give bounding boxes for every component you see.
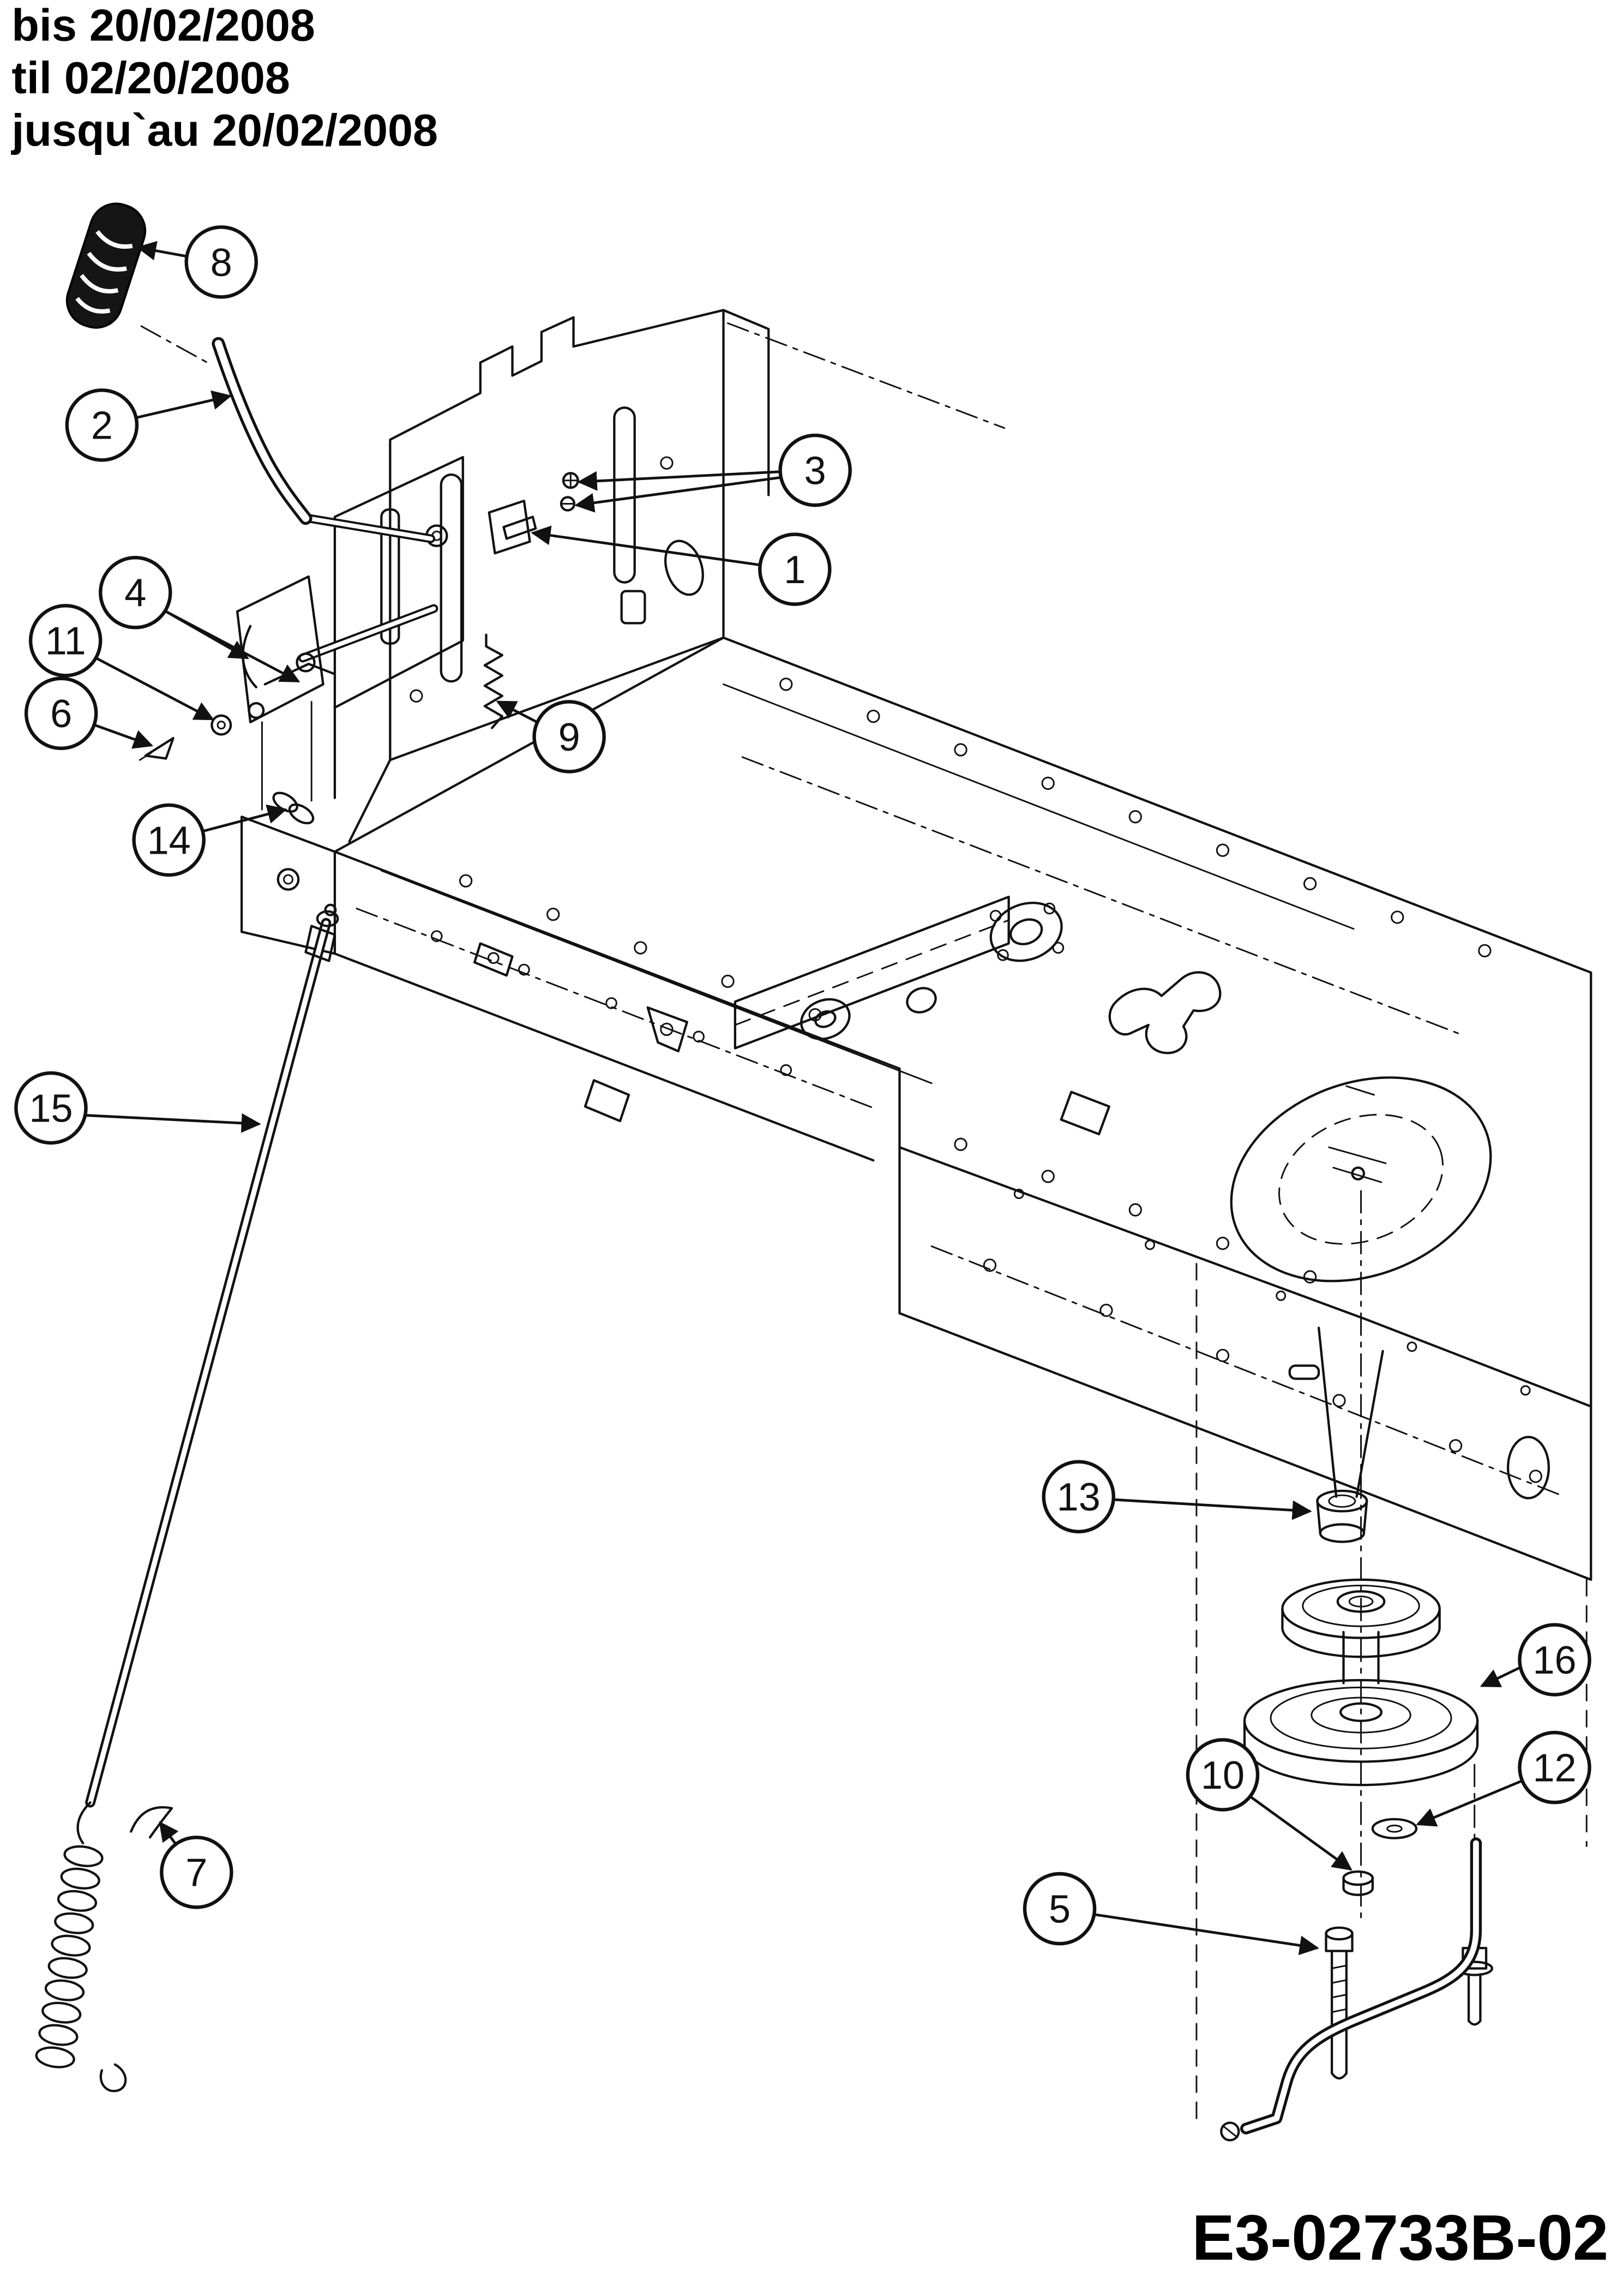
- callout-number: 10: [1201, 1754, 1245, 1797]
- callout-leader: [574, 476, 780, 513]
- callout-number: 13: [1057, 1476, 1101, 1519]
- callout-leader: [95, 657, 214, 721]
- callout-leader: [159, 1821, 179, 1846]
- callout-balloon: [65, 388, 139, 462]
- callout-11: 11: [28, 604, 214, 721]
- callout-2: 2: [65, 388, 232, 462]
- mounting-plate: [389, 309, 725, 762]
- pulley-adapter-bushing: [1316, 1489, 1368, 1543]
- extension-spring: [35, 1845, 104, 2069]
- callout-leader: [1113, 1498, 1312, 1520]
- callout-number: 6: [50, 692, 72, 736]
- callout-8: 8: [136, 225, 258, 299]
- callout-leader: [1480, 1665, 1522, 1687]
- callout-number: 8: [211, 241, 232, 285]
- note-line-fr: jusqu`au 20/02/2008: [10, 105, 438, 155]
- callout-number: 4: [124, 572, 146, 615]
- callout-balloon: [778, 433, 852, 507]
- header-notes: bis 20/02/2008 til 02/20/2008 jusqu`au 2…: [10, 0, 438, 155]
- callout-balloon: [24, 676, 98, 751]
- lever-rod: [212, 337, 312, 525]
- flat-washer-12: [1371, 1818, 1418, 1839]
- callout-leader: [1416, 1779, 1523, 1827]
- note-line-de: bis 20/02/2008: [11, 0, 315, 51]
- callout-number: 2: [91, 404, 113, 448]
- callout-number: 3: [804, 449, 826, 493]
- callout-7: 7: [159, 1821, 233, 1909]
- callout-balloon: [14, 1071, 88, 1145]
- pulley-stack: [1220, 1489, 1493, 2142]
- y-bracket: [1108, 971, 1222, 1054]
- callout-balloon: [160, 1836, 233, 1909]
- engine-double-pulley: [1243, 1578, 1479, 1787]
- flat-washer-11: [211, 714, 232, 736]
- callout-1: 1: [531, 525, 832, 606]
- callout-balloon: [1518, 1623, 1591, 1696]
- callout-leader: [135, 390, 232, 419]
- lock-washer-10: [1342, 1870, 1374, 1896]
- callout-leader: [136, 241, 187, 261]
- callout-balloon: [1518, 1730, 1591, 1805]
- engagement-lever: [65, 202, 312, 525]
- callout-balloon: [1042, 1460, 1116, 1533]
- belt-keeper-rod: [1220, 1837, 1482, 2142]
- callout-balloon: [28, 604, 103, 678]
- callout-number: 16: [1532, 1639, 1576, 1682]
- callout-6: 6: [24, 676, 154, 751]
- frame-chassis: [240, 636, 1592, 2130]
- callout-balloon: [1186, 1738, 1260, 1812]
- drawing-number: E3-02733B-02: [1192, 2202, 1609, 2273]
- callout-leader: [202, 804, 287, 833]
- clutch-rod-and-spring: [35, 903, 339, 2093]
- callout-balloon: [532, 700, 606, 774]
- callout-balloon: [132, 803, 206, 877]
- callout-leader: [94, 723, 154, 749]
- callout-number: 11: [45, 620, 86, 663]
- note-line-en: til 02/20/2008: [11, 52, 290, 103]
- callout-4: 4: [98, 556, 300, 683]
- hex-bolt-5: [1325, 1926, 1354, 2080]
- callout-number: 12: [1532, 1747, 1576, 1790]
- callout-number: 5: [1049, 1887, 1071, 1931]
- spring-clip: [130, 1806, 173, 1833]
- callout-14: 14: [132, 803, 287, 877]
- carriage-bolts: [560, 472, 579, 512]
- latch-spring: [483, 633, 503, 729]
- callout-leader: [165, 610, 300, 683]
- callout-number: 14: [147, 819, 191, 862]
- callout-balloon: [758, 532, 832, 606]
- callout-balloon: [1023, 1872, 1097, 1946]
- callout-leader: [84, 1113, 261, 1133]
- callout-leader: [1249, 1795, 1352, 1871]
- callout-15: 15: [14, 1071, 261, 1145]
- callout-13: 13: [1042, 1460, 1312, 1533]
- callout-12: 12: [1416, 1730, 1591, 1827]
- callout-number: 9: [558, 716, 580, 759]
- callout-10: 10: [1186, 1738, 1352, 1871]
- index-pin: [502, 515, 537, 540]
- callout-leader: [531, 525, 760, 566]
- callout-3: 3: [574, 433, 852, 513]
- callout-leader: [496, 700, 538, 723]
- callout-number: 1: [784, 548, 806, 592]
- callout-5: 5: [1023, 1872, 1320, 1956]
- cotter-pin-6: [144, 737, 175, 760]
- callout-number: 15: [29, 1087, 73, 1130]
- callout-9: 9: [496, 700, 606, 774]
- callout-balloon: [98, 556, 172, 630]
- callout-balloon: [184, 225, 258, 299]
- callout-leader: [577, 470, 780, 491]
- callout-number: 7: [185, 1851, 207, 1895]
- callout-leader: [1094, 1913, 1320, 1956]
- callout-16: 16: [1480, 1623, 1591, 1696]
- handle-grip: [65, 202, 147, 329]
